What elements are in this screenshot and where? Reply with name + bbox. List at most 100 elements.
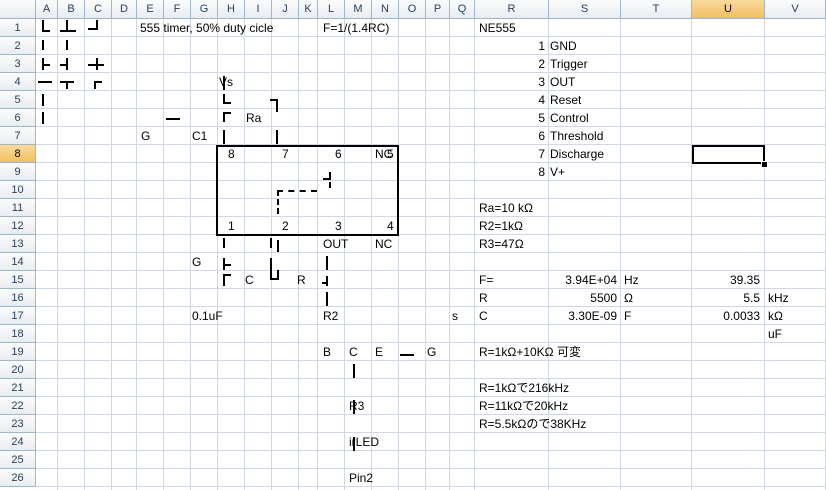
column-header-P[interactable]: P	[426, 0, 450, 19]
column-header-Q[interactable]: Q	[450, 0, 475, 19]
pinout-name: Discharge	[550, 147, 605, 161]
column-header-L[interactable]: L	[318, 0, 345, 19]
column-header-T[interactable]: T	[621, 0, 692, 19]
gridline	[36, 180, 826, 181]
row-header-2[interactable]: 2	[0, 37, 36, 55]
gridline	[36, 144, 826, 145]
gridline	[36, 198, 826, 199]
row-header-4[interactable]: 4	[0, 73, 36, 91]
note: R=1kΩで216kHz	[479, 381, 570, 395]
column-header-S[interactable]: S	[549, 0, 621, 19]
calc-r-label: R	[479, 291, 488, 305]
gridline	[271, 19, 272, 490]
column-header-B[interactable]: B	[58, 0, 85, 19]
gridline	[691, 19, 692, 490]
calc-r-u: 5.5	[743, 291, 760, 305]
pinout-number: 7	[538, 147, 545, 161]
row-header-1[interactable]: 1	[0, 19, 36, 37]
column-header-M[interactable]: M	[345, 0, 372, 19]
gridline	[163, 19, 164, 490]
chip-pin-bottom: 4	[387, 219, 394, 233]
column-header-A[interactable]: A	[36, 0, 58, 19]
fill-handle[interactable]	[761, 161, 768, 168]
row-header-23[interactable]: 23	[0, 415, 36, 433]
row-header-14[interactable]: 14	[0, 253, 36, 271]
row-header-20[interactable]: 20	[0, 361, 36, 379]
column-header-V[interactable]: V	[765, 0, 826, 19]
column-header-N[interactable]: N	[372, 0, 399, 19]
gridline	[36, 306, 826, 307]
row-header-13[interactable]: 13	[0, 235, 36, 253]
label-r2: R2	[323, 309, 339, 323]
row-header-26[interactable]: 26	[0, 469, 36, 487]
calc-c-unit: F	[624, 309, 632, 323]
gridline	[36, 378, 826, 379]
label-s: s	[452, 309, 458, 323]
pinout-name: Control	[550, 111, 589, 125]
row-header-7[interactable]: 7	[0, 127, 36, 145]
pinout-number: 6	[538, 129, 545, 143]
row-header-6[interactable]: 6	[0, 109, 36, 127]
gridline	[36, 324, 826, 325]
row-header-12[interactable]: 12	[0, 217, 36, 235]
frequency-formula: F=1/(1.4RC)	[323, 21, 390, 35]
column-header-O[interactable]: O	[399, 0, 426, 19]
select-all-corner[interactable]	[0, 0, 36, 19]
gridline	[136, 19, 137, 490]
gridline	[244, 19, 245, 490]
label-g-lower: G	[192, 255, 202, 269]
calc-c-u: 0.0033	[723, 309, 760, 323]
ic-chip-body	[216, 145, 399, 236]
row-header-15[interactable]: 15	[0, 271, 36, 289]
gridline	[474, 19, 475, 490]
row-header-25[interactable]: 25	[0, 451, 36, 469]
row-header-21[interactable]: 21	[0, 379, 36, 397]
column-header-F[interactable]: F	[164, 0, 191, 19]
gridline	[36, 216, 826, 217]
row-header-24[interactable]: 24	[0, 433, 36, 451]
active-cell-U8[interactable]	[692, 145, 765, 164]
row-header-9[interactable]: 9	[0, 163, 36, 181]
column-header-C[interactable]: C	[85, 0, 112, 19]
row-header-19[interactable]: 19	[0, 343, 36, 361]
column-header-H[interactable]: H	[218, 0, 245, 19]
row-header-8[interactable]: 8	[0, 145, 36, 163]
row-header-22[interactable]: 22	[0, 397, 36, 415]
gridline	[371, 19, 372, 490]
pinout-name: Reset	[550, 93, 582, 107]
row-header-11[interactable]: 11	[0, 199, 36, 217]
label-nc-top: NC	[375, 147, 393, 161]
row-header-10[interactable]: 10	[0, 181, 36, 199]
row-header-3[interactable]: 3	[0, 55, 36, 73]
column-header-U[interactable]: U	[692, 0, 765, 19]
gridline	[36, 450, 826, 451]
label-g-left: G	[141, 129, 151, 143]
row-header-17[interactable]: 17	[0, 307, 36, 325]
row-header-5[interactable]: 5	[0, 91, 36, 109]
column-header-E[interactable]: E	[137, 0, 164, 19]
column-header-K[interactable]: K	[299, 0, 318, 19]
gridline	[398, 19, 399, 490]
label-r: R	[297, 273, 306, 287]
row-header-18[interactable]: 18	[0, 325, 36, 343]
label-vs: Vs	[219, 75, 234, 89]
column-header-J[interactable]: J	[272, 0, 299, 19]
gridline	[36, 396, 826, 397]
calc-f-u: 39.35	[729, 273, 760, 287]
pinout-number: 8	[538, 165, 545, 179]
pinout-number: 2	[538, 57, 545, 71]
column-header-R[interactable]: R	[475, 0, 549, 19]
gridline	[548, 19, 549, 490]
column-header-D[interactable]: D	[112, 0, 137, 19]
label-pin2: Pin2	[349, 471, 374, 485]
gridline	[449, 19, 450, 490]
pinout-number: 1	[538, 39, 545, 53]
calc-r-value: 5500	[590, 291, 617, 305]
column-header-G[interactable]: G	[191, 0, 218, 19]
resistor-value: R3=47Ω	[479, 237, 524, 251]
column-header-I[interactable]: I	[245, 0, 272, 19]
gridline	[36, 414, 826, 415]
row-header-16[interactable]: 16	[0, 289, 36, 307]
pinout-name: V+	[550, 165, 566, 179]
